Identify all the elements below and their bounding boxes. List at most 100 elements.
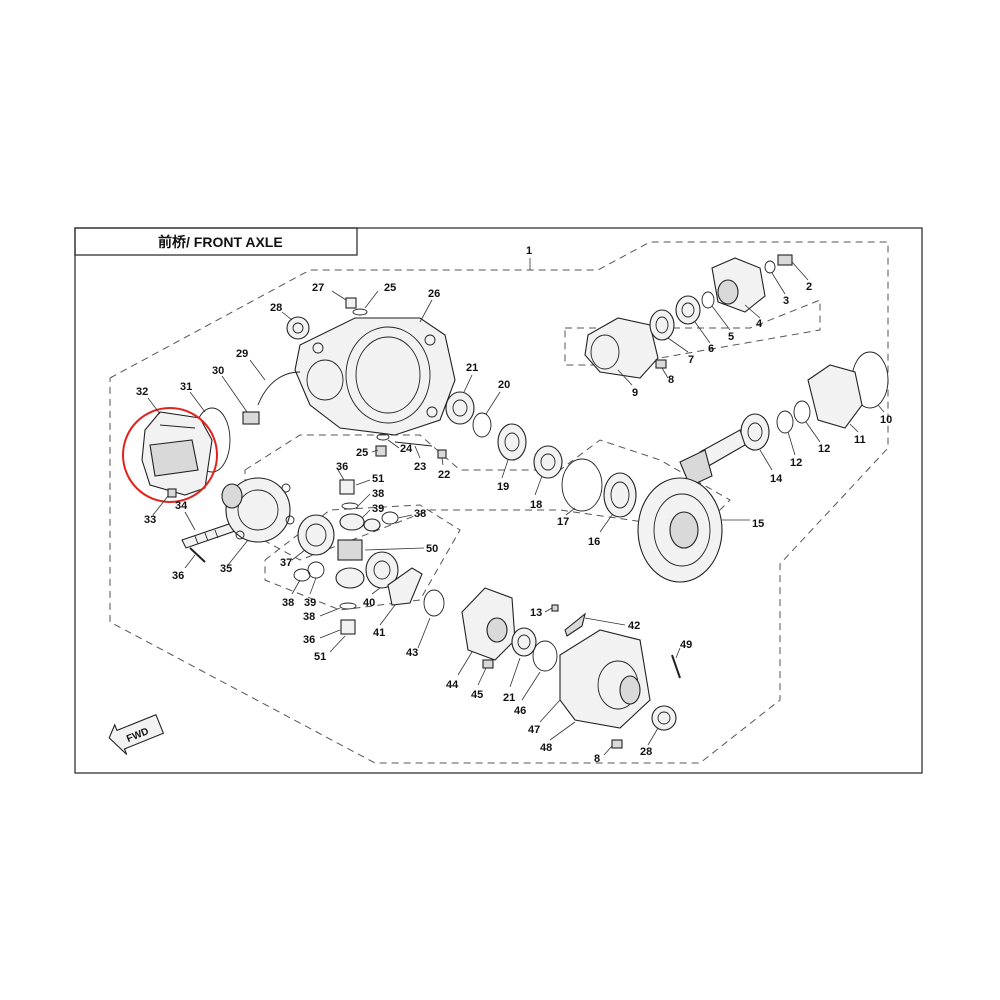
part-label-1: 1 <box>526 245 532 257</box>
part-label-9: 9 <box>632 387 638 399</box>
input-yoke <box>711 257 766 313</box>
part-label-8b: 8 <box>594 753 600 765</box>
part-label-40: 40 <box>363 597 375 609</box>
diagram-frame <box>74 227 923 774</box>
part-label-2: 2 <box>806 281 812 293</box>
part-label-16: 16 <box>588 536 600 548</box>
assembly-outline-main <box>109 241 889 764</box>
part-label-6: 6 <box>708 343 714 355</box>
pinion-gear-top <box>339 513 365 531</box>
snap-ring <box>472 412 492 438</box>
part-label-45: 45 <box>471 689 483 701</box>
part-label-20: 20 <box>498 379 510 391</box>
pinion-gear-bottom <box>335 567 365 589</box>
part-label-15: 15 <box>752 518 764 530</box>
part-label-47: 47 <box>528 724 540 736</box>
part-label-30: 30 <box>212 365 224 377</box>
part-label-24: 24 <box>400 443 413 455</box>
part-label-8a: 8 <box>668 374 674 386</box>
part-label-29: 29 <box>236 348 248 360</box>
part-label-42: 42 <box>628 620 640 632</box>
part-label-14: 14 <box>770 473 783 485</box>
cross-pin-top <box>339 479 355 495</box>
part-label-39b: 39 <box>304 597 316 609</box>
end-cover <box>807 364 863 429</box>
part-label-36a: 36 <box>172 570 184 582</box>
side-housing <box>559 629 651 729</box>
part-label-44: 44 <box>446 679 459 691</box>
diagram-title: 前桥/ FRONT AXLE <box>158 234 283 250</box>
part-label-38a: 38 <box>372 488 384 500</box>
diff-cross <box>337 539 363 561</box>
part-label-48: 48 <box>540 742 552 754</box>
part-label-25a: 25 <box>384 282 396 294</box>
part-label-12b: 12 <box>790 457 802 469</box>
side-gear-left <box>297 514 335 556</box>
part-label-43: 43 <box>406 647 418 659</box>
cover-bolt <box>167 488 177 498</box>
yoke-washer <box>764 260 776 274</box>
bearing-lower <box>511 627 537 657</box>
part-label-7: 7 <box>688 354 694 366</box>
actuator-cover <box>141 411 213 496</box>
part-label-36c: 36 <box>303 634 315 646</box>
part-label-23: 23 <box>414 461 426 473</box>
fill-plug <box>375 445 387 457</box>
part-label-37: 37 <box>280 557 292 569</box>
part-label-34: 34 <box>175 500 188 512</box>
set-screw <box>437 449 447 459</box>
part-label-51b: 51 <box>314 651 326 663</box>
part-label-18: 18 <box>530 499 542 511</box>
part-label-50: 50 <box>426 543 438 555</box>
part-label-13: 13 <box>530 607 542 619</box>
shim-ring-a <box>793 400 811 424</box>
part-label-51a: 51 <box>372 473 384 485</box>
part-label-11: 11 <box>854 434 866 446</box>
part-label-21b: 21 <box>503 692 515 704</box>
part-label-38d: 38 <box>303 611 315 623</box>
ring-and-pinion <box>637 429 746 583</box>
highlight-circle <box>122 407 218 503</box>
part-label-35: 35 <box>220 563 232 575</box>
input-bearing <box>649 309 675 341</box>
part-label-41: 41 <box>373 627 385 639</box>
part-label-12a: 12 <box>818 443 830 455</box>
part-label-22: 22 <box>438 469 450 481</box>
oil-seal <box>286 316 310 340</box>
bearing-upper <box>445 391 475 425</box>
part-label-3: 3 <box>783 295 789 307</box>
part-label-33: 33 <box>144 514 156 526</box>
oil-seal-lower <box>651 705 677 731</box>
snap-ring-input <box>701 291 715 309</box>
differential-case <box>221 477 295 543</box>
part-label-49: 49 <box>680 639 692 651</box>
assembly-outline-upper <box>564 299 821 366</box>
part-label-28b: 28 <box>640 746 652 758</box>
part-label-25b: 25 <box>356 447 368 459</box>
clutch-coupler <box>533 445 563 479</box>
title-box <box>74 227 358 256</box>
part-label-46: 46 <box>514 705 526 717</box>
part-label-26: 26 <box>428 288 440 300</box>
gasket <box>387 567 423 606</box>
output-flange <box>461 587 516 661</box>
part-label-28a: 28 <box>270 302 282 314</box>
drain-plug <box>345 297 357 309</box>
cross-pin-bottom <box>340 619 356 635</box>
part-label-39a: 39 <box>372 503 384 515</box>
thrust-washer <box>423 589 445 617</box>
part-label-10: 10 <box>880 414 892 426</box>
o-ring-lower <box>532 640 558 672</box>
clutch-gear <box>497 423 527 461</box>
part-label-38b: 38 <box>414 508 426 520</box>
shim-ring-b <box>776 410 794 434</box>
housing-bolt <box>611 739 623 749</box>
main-housing <box>294 317 456 436</box>
carrier-bearing <box>603 472 637 518</box>
part-label-5: 5 <box>728 331 734 343</box>
input-housing <box>584 317 659 379</box>
part-label-21a: 21 <box>466 362 478 374</box>
o-ring-carrier <box>561 458 603 512</box>
assembly-outline-diff <box>264 504 461 611</box>
part-label-38c: 38 <box>282 597 294 609</box>
